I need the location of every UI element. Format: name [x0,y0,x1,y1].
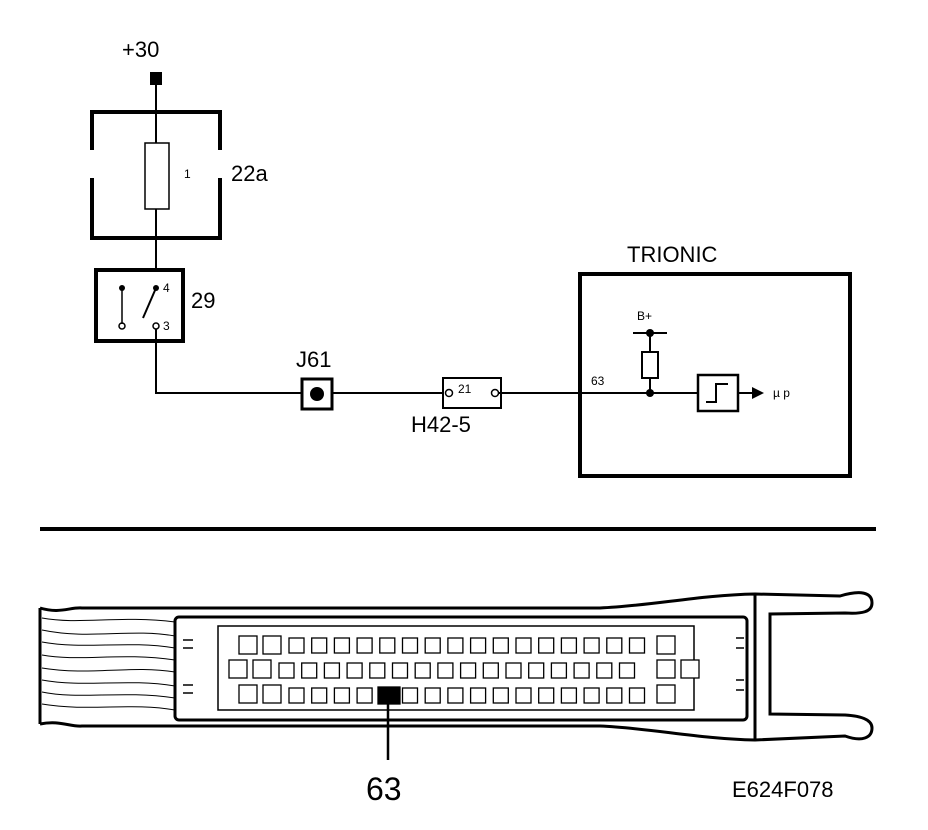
connector-pin [550,662,568,679]
figure-code: E624F078 [732,777,834,802]
pin-grid [228,635,700,705]
connector-pin [262,635,282,655]
connector-pin [379,637,396,654]
fuse-icon [144,142,170,210]
connector-pin [505,662,522,679]
schematic: +30 1 22a 4 3 29 [90,37,852,478]
output-arrow-icon [752,387,764,399]
connector-pin [469,687,487,704]
connector-pin [333,637,351,654]
connector-housing [38,591,874,742]
supply-terminal [150,72,162,85]
connector-pin [238,684,258,704]
connector-pin [656,659,676,679]
connector-pin [401,687,419,704]
connector-pin [262,684,282,704]
connector-pin [515,637,532,654]
trionic-ecu: TRIONIC 63 B+ µ p [578,242,852,478]
connector-pin [238,635,258,655]
connector-pin [252,659,272,679]
connector-pin [401,637,419,654]
connector-pin [437,662,454,679]
connector-pin [323,662,341,679]
connector-pin [414,662,431,679]
connector-pin: 21 [458,382,472,396]
supply-label: +30 [122,37,159,62]
connector-view: 63 [38,591,874,807]
connector-pin [528,662,545,679]
connector-pin [424,687,441,704]
connector-pin [447,637,464,654]
relay-29: 4 3 29 [94,268,215,343]
connector-pin [459,662,477,679]
connector-pin [369,662,386,679]
connector-pin [469,637,487,654]
input-buffer [696,373,740,413]
connector-pin [311,687,328,704]
ecu-title: TRIONIC [627,242,718,267]
connector-pin [301,662,318,679]
connector-pin [288,637,305,654]
connector-pin [333,687,351,704]
ecu-supply-label: B+ [637,309,652,323]
connector-pin [228,659,248,679]
connector-pin [492,637,509,654]
pull-up-resistor [641,351,659,379]
connector-h42-5: 21 H42-5 [411,377,502,437]
connector-label: H42-5 [411,412,471,437]
relay-pin-4-label: 4 [163,281,170,295]
connector-pin [583,687,600,704]
connector-pin [424,637,441,654]
connector-pin [538,687,555,704]
connector-pin [515,687,532,704]
junction-label: J61 [296,347,331,372]
relay-label: 29 [191,288,215,313]
connector-pin [356,687,373,704]
ecu-output-label: µ p [773,386,790,400]
connector-pin [391,662,409,679]
connector-pin [656,684,676,704]
connector-pin [356,637,373,654]
connector-pin [606,637,623,654]
connector-pin [628,637,646,654]
wire-bundle [41,617,176,711]
connector-pin [596,662,613,679]
connector-pin [492,687,509,704]
connector-pin [538,637,555,654]
junction-j61: J61 [296,347,334,411]
connector-pin [628,687,646,704]
connector-pin [482,662,499,679]
relay-pin-3 [152,322,160,330]
connector-pin [311,637,328,654]
fuse-box-22a: 1 22a [90,110,268,240]
connector-pin [618,662,636,679]
connector-pin [346,662,363,679]
connector-pin [288,687,305,704]
fuse-number: 1 [184,167,191,181]
fuse-box-label: 22a [231,161,268,186]
connector-pin [583,637,600,654]
connector-pin [560,687,578,704]
connector-pin [560,637,578,654]
connector-pin [278,662,295,679]
connector-pin [447,687,464,704]
ecu-pin-label: 63 [591,374,605,388]
connector-pin [606,687,623,704]
connector-pin [573,662,590,679]
relay-pin-3-label: 3 [163,319,170,333]
pin-callout-label: 63 [366,771,402,807]
connector-pin [680,659,700,679]
switch-contact [142,287,157,319]
connector-pin [656,635,676,655]
